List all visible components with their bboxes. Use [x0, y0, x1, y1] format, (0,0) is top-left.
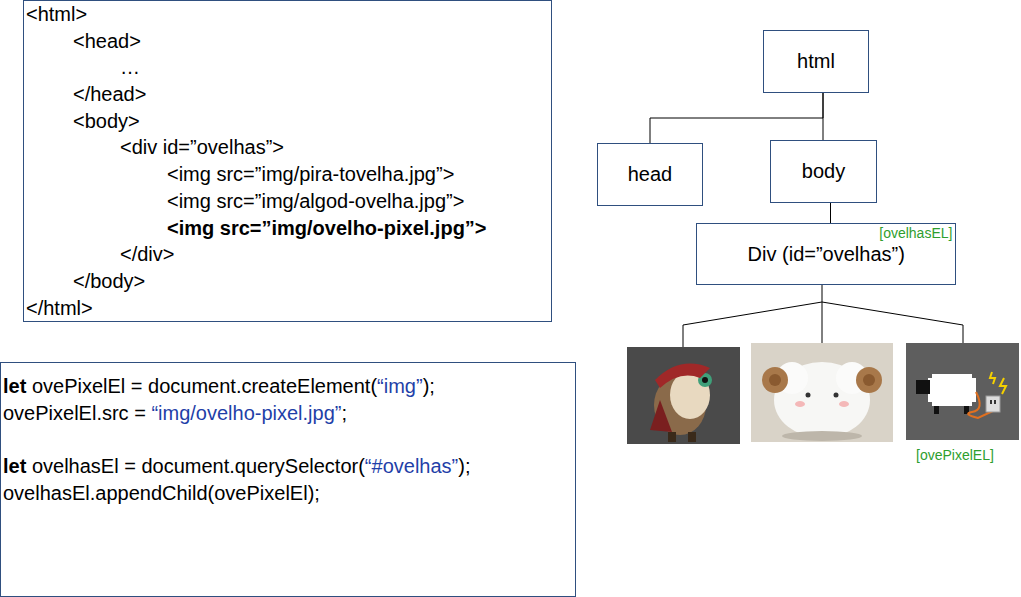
branch-line [822, 302, 963, 343]
body-node: body [770, 140, 877, 203]
branch-line [683, 284, 822, 347]
code-line: let ovePixelEl = document.createElement(… [3, 373, 569, 400]
node-label: head [628, 163, 673, 186]
pixel-sheep-picture [906, 343, 1019, 440]
element-tag: [ovelhasEL] [879, 225, 952, 241]
code-line: <head> [73, 28, 545, 55]
div-node: Div (id=”ovelhas”) [ovelhasEL] [696, 223, 956, 285]
code-line: <img src=”img/ovelho-pixel.jpg”> [167, 215, 545, 242]
branch-line [822, 302, 823, 343]
code-line: <html> [26, 1, 545, 28]
tree-connector [830, 203, 831, 223]
node-label: Div (id=”ovelhas”) [748, 243, 905, 266]
html-code-box: <html><head>…</head><body><div id=”ovelh… [23, 0, 552, 322]
node-label: html [797, 50, 835, 73]
code-line: </div> [120, 241, 545, 268]
code-line: <div id=”ovelhas”> [120, 134, 545, 161]
code-line: <img src=”img/pira-tovelha.jpg”> [167, 161, 545, 188]
code-line: ovePixelEl.src = “img/ovelho-pixel.jpg”; [3, 400, 569, 427]
head-node: head [597, 143, 703, 206]
branch-lines [683, 284, 963, 347]
element-tag: [ovePixelEL] [916, 447, 994, 463]
js-code-box: let ovePixelEl = document.createElement(… [0, 362, 576, 597]
code-line: <img src=”img/algod-ovelha.jpg”> [167, 188, 545, 215]
plush-sheep-picture [751, 343, 893, 442]
pirate-sheep-picture [627, 347, 740, 444]
code-line: </body> [73, 268, 545, 295]
code-line: </html> [26, 295, 545, 322]
node-label: body [802, 160, 845, 183]
code-line: </head> [73, 81, 545, 108]
html-node: html [763, 30, 869, 93]
code-line: let ovelhasEl = document.querySelector(“… [3, 453, 569, 480]
tree-connector [823, 93, 824, 140]
code-line: ovelhasEl.appendChild(ovePixelEl); [3, 480, 569, 507]
code-line: … [120, 54, 545, 81]
code-line: <body> [73, 108, 545, 135]
tree-connector [650, 93, 823, 143]
